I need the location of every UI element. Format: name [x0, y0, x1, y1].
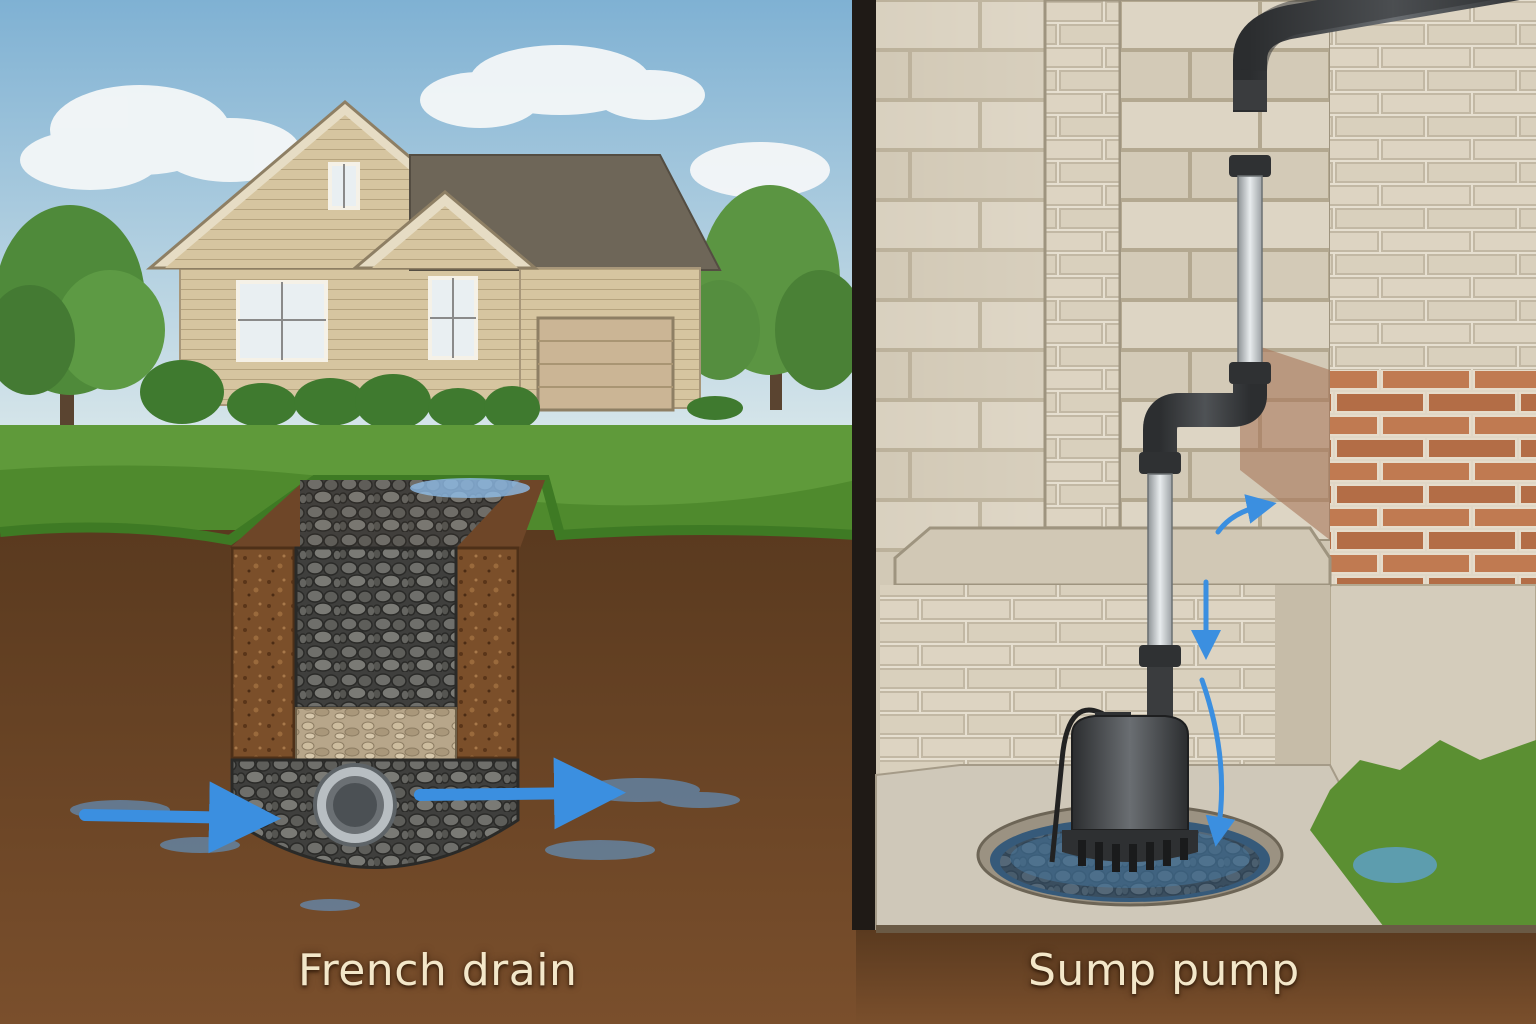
sump-pump-panel: [856, 0, 1536, 1024]
water-flow-arrow-icon: [79, 757, 626, 854]
trees: [0, 185, 865, 425]
drain-pipe-icon: [313, 763, 397, 847]
sand-layer: [295, 707, 457, 761]
trench: [230, 478, 545, 869]
gravel-fill: [294, 546, 458, 710]
french-drain-panel: [0, 0, 865, 1024]
sump-pump-icon: [1049, 707, 1198, 872]
outside-grass: [1310, 740, 1536, 935]
right-wall-upper: [1330, 0, 1536, 370]
panel-divider: [852, 0, 876, 930]
discharge-pipe: [1139, 0, 1520, 727]
french-drain-label: French drain: [298, 945, 578, 996]
brick-wall: [1330, 370, 1536, 585]
block-pillar: [1043, 0, 1122, 542]
sump-pump-label: Sump pump: [1028, 945, 1300, 996]
concrete-ledge: [893, 526, 1332, 587]
water-flow-arrow-icon: [1191, 494, 1277, 847]
clouds: [20, 45, 830, 198]
